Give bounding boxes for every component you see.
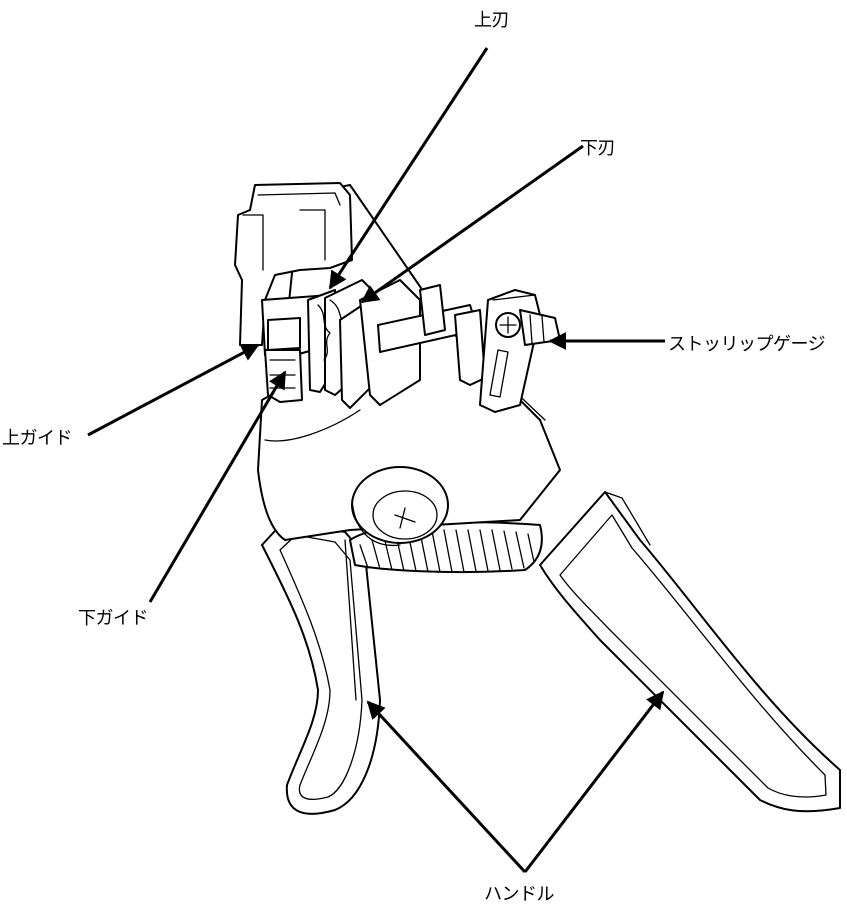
lower-blade-label: 下刃 <box>580 138 616 159</box>
handle-label: ハンドル <box>484 884 555 905</box>
right-handle <box>539 491 841 813</box>
upper-blade-label: 上刃 <box>474 10 510 31</box>
lower-guide-label: 下ガイド <box>78 608 149 629</box>
upper-guide-label: 上ガイド <box>2 428 73 449</box>
lower-blade-leader <box>360 144 584 304</box>
lower-guide-leader <box>148 370 287 603</box>
strip-gauge-label: ストッリップゲージ <box>668 334 826 355</box>
handle-left-leader <box>366 700 527 874</box>
handle-right-leader <box>523 690 665 873</box>
left-handle <box>261 519 381 815</box>
upper-blade-leader <box>328 47 489 290</box>
pivot-bolt <box>351 466 449 547</box>
gauge-bar <box>377 284 486 386</box>
leader-lines <box>87 47 665 874</box>
strip-gauge <box>479 289 561 413</box>
upper-guide-leader <box>87 343 260 437</box>
